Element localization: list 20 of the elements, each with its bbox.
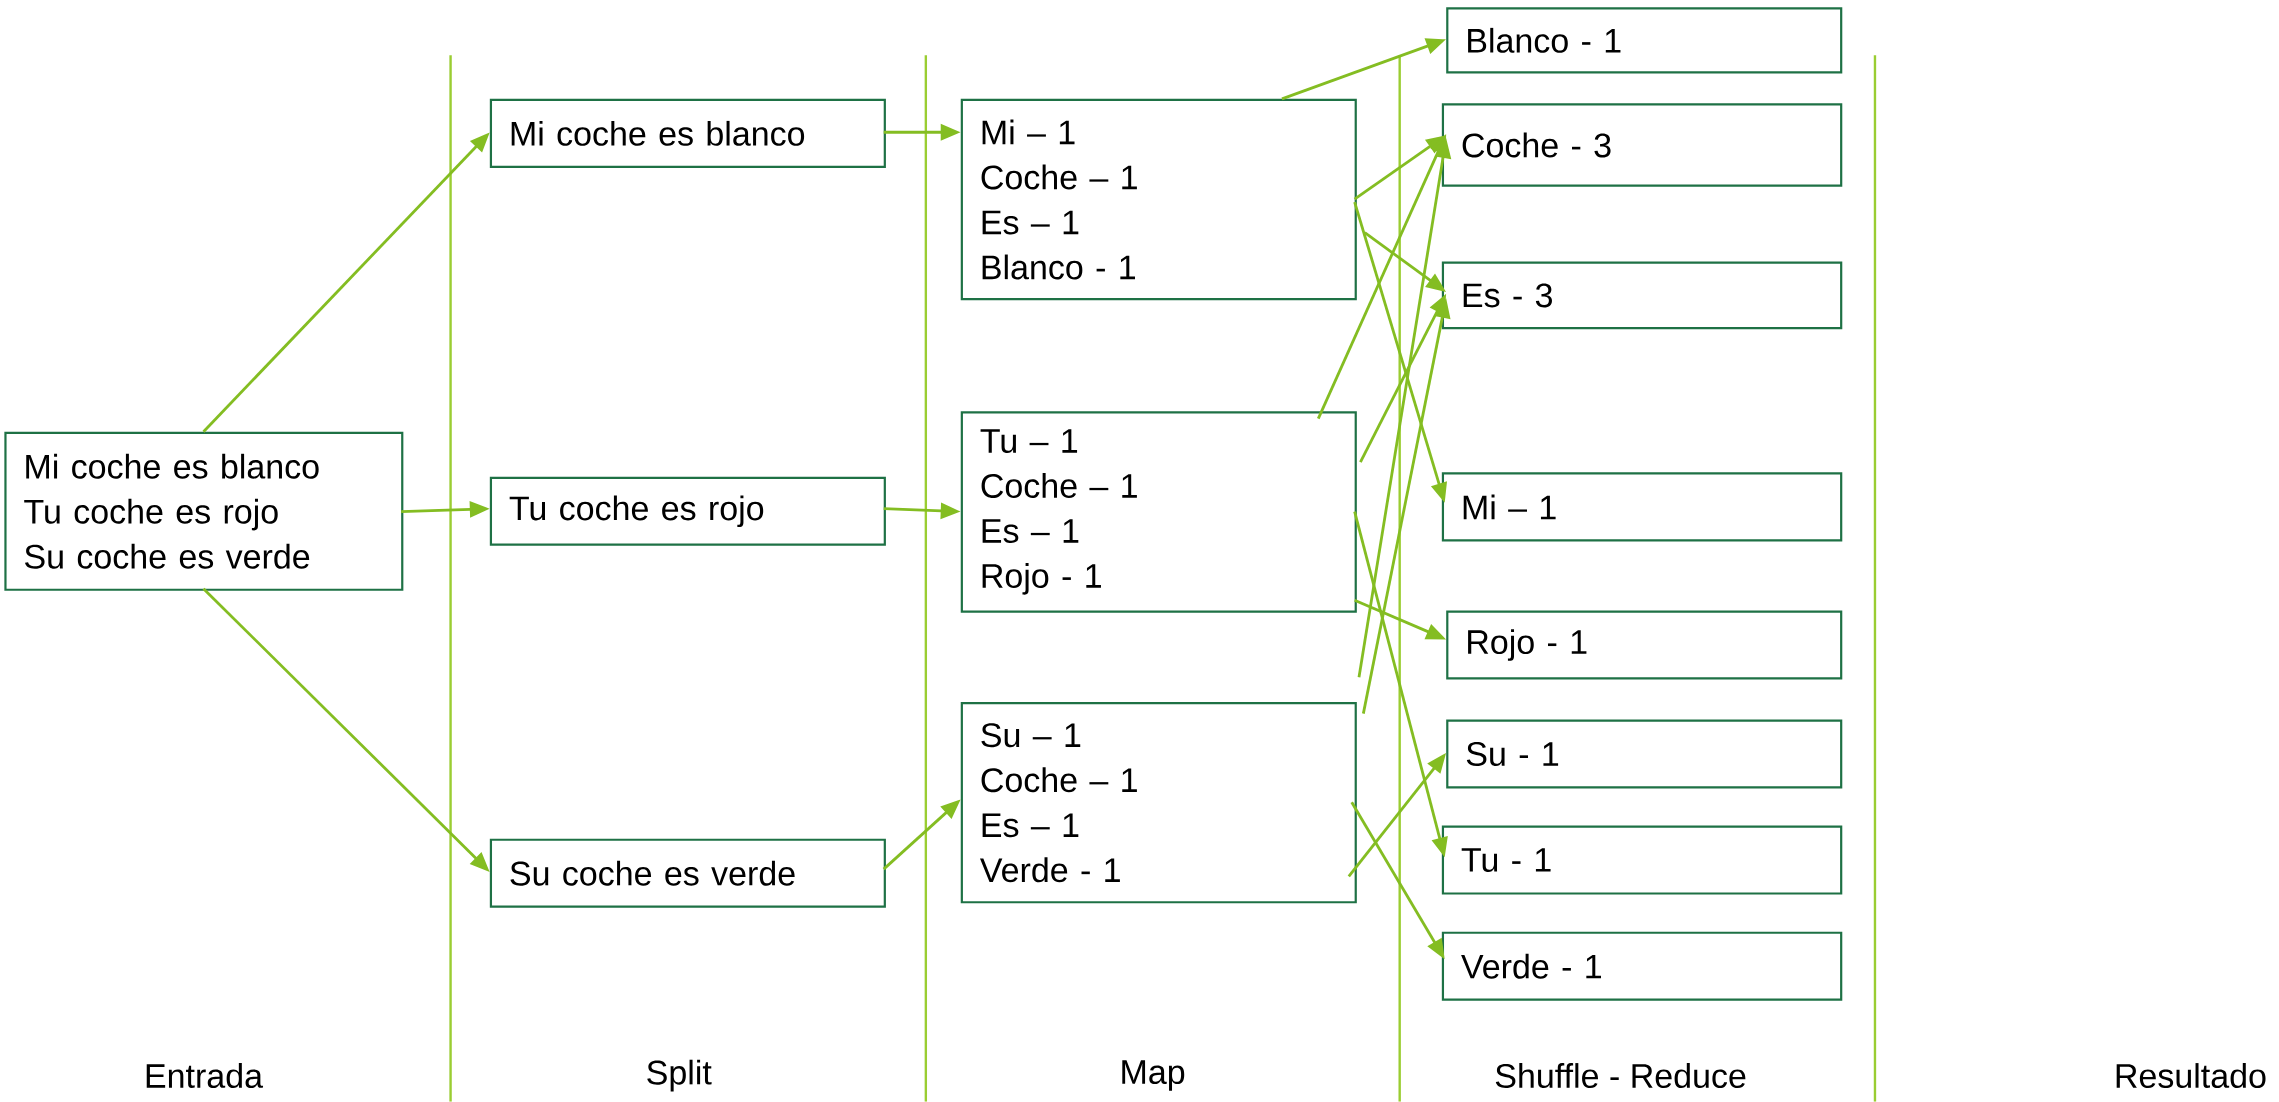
process-box: Es - 3 (1441, 261, 1843, 330)
column-label: Resultado (2116, 1063, 2266, 1089)
process-box: Su - 1 (1446, 719, 1843, 789)
process-box: Su coche es verde (489, 838, 886, 908)
process-box: Mi coche es blanco (489, 98, 886, 169)
process-box: Verde - 1 (1441, 931, 1843, 1001)
column-label: Map (1122, 1060, 1185, 1091)
process-box: Blanco - 1 (1446, 7, 1843, 74)
text-box: Su – 1 Coche – 1 Es – 1 Verde - 1 (960, 702, 1357, 904)
process-box: Rojo - 1 (1446, 610, 1843, 680)
process-box: Mi – 1 (1441, 472, 1843, 542)
column-label: Entrada (146, 1063, 264, 1089)
text-box: Mi coche es blanco Tu coche es rojo Su coche es verde (4, 431, 404, 591)
process-box: Tu - 1 (1441, 825, 1843, 895)
column-label: Shuffle - Reduce (1495, 1063, 1746, 1089)
process-box: Tu coche es rojo (489, 476, 886, 546)
process-box: Coche - 3 (1441, 103, 1843, 187)
text-box: Mi – 1 Coche – 1 Es – 1 Blanco - 1 (960, 98, 1357, 301)
column-label: Split (647, 1059, 712, 1092)
text-box: Tu – 1 Coche – 1 Es – 1 Rojo - 1 (960, 411, 1357, 613)
